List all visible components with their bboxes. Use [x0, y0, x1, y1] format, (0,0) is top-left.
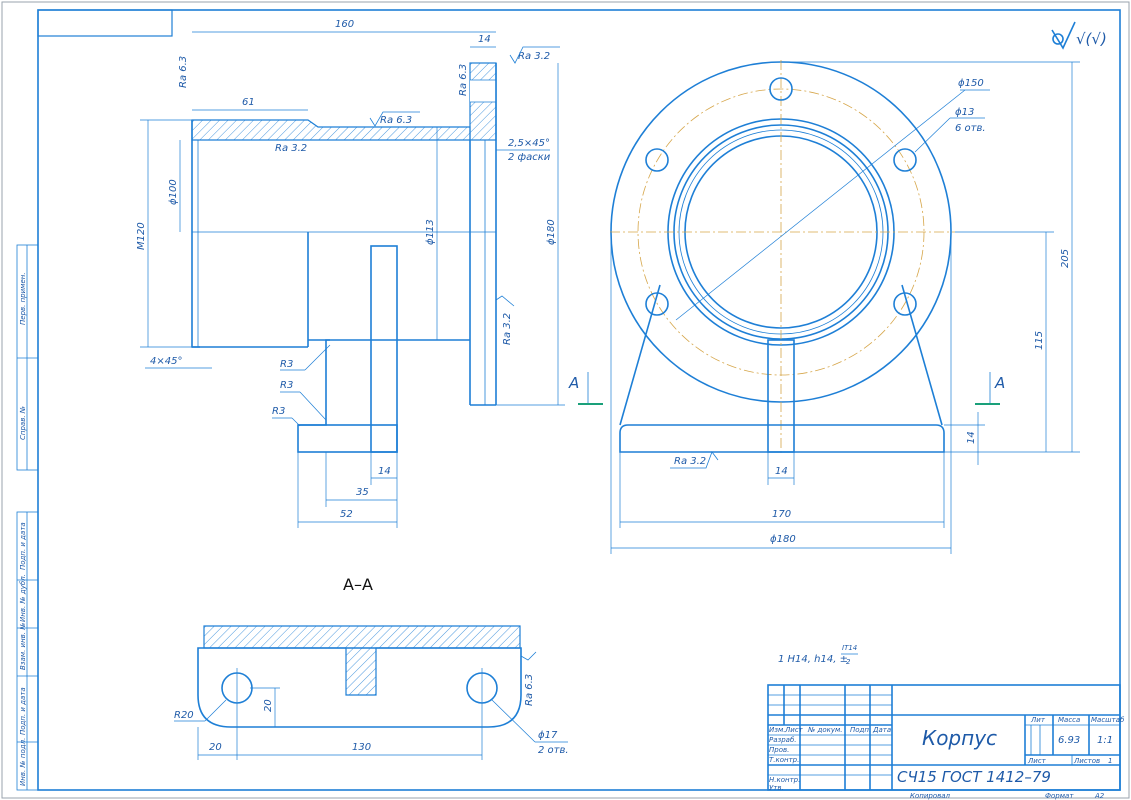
dim-115: 115 — [1034, 331, 1045, 350]
general-roughness-symbol: √(√) — [1051, 21, 1107, 50]
dim-14-rib: 14 — [775, 466, 788, 477]
chamfer-2-5x45: 2,5×45° — [508, 138, 550, 149]
scale-label: Масштаб — [1091, 716, 1125, 724]
front-view: 160 14 61 Ra 3.2 Ra 6.3 Ra 6.3 Ra 6.3 Ra… — [136, 19, 1005, 528]
row-utv: Утв. — [769, 784, 784, 792]
row-prov: Пров. — [769, 746, 789, 754]
col-list: Лист — [784, 726, 804, 734]
dim-d13: ϕ13 — [955, 107, 974, 118]
format-label: Формат — [1045, 792, 1074, 800]
dim-205: 205 — [1060, 249, 1071, 268]
r3-a: R3 — [280, 359, 293, 370]
stamp-inv-dubl: Инв. № дубл. — [19, 574, 27, 622]
dim-d100: ϕ100 — [168, 179, 179, 205]
section-a-a: А–А 20 130 20 R20 ϕ17 2 отв. Ra 6.3 — [174, 575, 569, 760]
scale-value: 1:1 — [1097, 735, 1113, 746]
section-mark-left: А — [568, 374, 579, 392]
section-title: А–А — [343, 575, 373, 594]
sheets-count: 1 — [1108, 757, 1112, 765]
dim-35: 35 — [356, 487, 369, 498]
ra-6-3-left: Ra 6.3 — [178, 56, 189, 88]
top-left-stamp-box — [37, 9, 173, 37]
row-razrab: Разраб. — [769, 736, 797, 744]
lit-label: Лит — [1030, 716, 1046, 724]
dim-d17: ϕ17 — [538, 730, 558, 741]
dim-d113: ϕ113 — [425, 219, 436, 245]
ra-6-3-section: Ra 6.3 — [524, 674, 535, 706]
dim-m120: M120 — [136, 222, 147, 250]
dim-130: 130 — [352, 742, 371, 753]
r20: R20 — [174, 710, 194, 721]
ra-3-2-right: Ra 3.2 — [502, 313, 513, 345]
section-mark-right: А — [994, 374, 1005, 392]
chamfer-4x45: 4×45° — [150, 356, 182, 367]
dim-20-horizontal: 20 — [209, 742, 222, 753]
mass-value: 6.93 — [1058, 735, 1080, 746]
sheets-label: Листов — [1073, 757, 1100, 765]
ra-3-2-inner: Ra 3.2 — [275, 143, 307, 154]
tolerance-note-text: 1 H14, h14, ± — [778, 654, 848, 665]
dim-52: 52 — [340, 509, 353, 520]
title-block: Изм. Лист № докум. Подп. Дата Разраб. Пр… — [767, 684, 1125, 800]
ra-6-3-flange: Ra 6.3 — [458, 64, 469, 96]
holes-6: 6 отв. — [955, 123, 986, 134]
ra-3-2-flange: Ra 3.2 — [518, 51, 550, 62]
stamp-inv-podl: Инв. № подл. — [19, 738, 27, 786]
col-date: Дата — [872, 726, 891, 734]
dim-14-base: 14 — [966, 431, 977, 444]
tolerance-note: 1 H14, h14, ± IT14 2 — [778, 644, 858, 666]
stamp-podp-data-1: Подп. и дата — [19, 522, 27, 570]
part-name: Корпус — [922, 726, 997, 750]
mass-label: Масса — [1058, 716, 1080, 724]
dim-170: 170 — [772, 509, 791, 520]
r3-b: R3 — [280, 380, 293, 391]
roughness-symbol-text: √(√) — [1076, 30, 1107, 48]
copied-label: Копировал — [910, 792, 951, 800]
sheet-label: Лист — [1027, 757, 1047, 765]
dim-14-top: 14 — [478, 34, 491, 45]
material: СЧ15 ГОСТ 1412–79 — [897, 768, 1051, 786]
stamp-perv-primen: Перв. примен. — [19, 272, 27, 325]
side-stamp-strip: Перв. примен. Справ. № Подп. и дата Инв.… — [16, 244, 39, 791]
col-izm: Изм. — [769, 726, 785, 734]
ra-6-3-top: Ra 6.3 — [380, 115, 412, 126]
dim-160: 160 — [335, 19, 354, 30]
front-wall-hatch-top — [191, 119, 471, 141]
holes-2: 2 отв. — [538, 745, 569, 756]
stamp-sprav-no: Справ. № — [19, 406, 27, 440]
row-nkontr: Н.контр. — [769, 776, 800, 784]
ra-3-2-base: Ra 3.2 — [674, 456, 706, 467]
row-tkontr: Т.контр. — [769, 756, 799, 764]
dim-d180: ϕ180 — [546, 219, 557, 245]
col-doc: № докум. — [807, 726, 843, 734]
tolerance-frac-den: 2 — [846, 658, 851, 666]
dim-20-vertical: 20 — [263, 699, 274, 712]
dim-d180-side: ϕ180 — [770, 534, 796, 545]
dim-14-bottom: 14 — [378, 466, 391, 477]
stamp-podp-data-2: Подп. и дата — [19, 687, 27, 735]
dim-d150: ϕ150 — [958, 78, 984, 89]
dim-61: 61 — [242, 97, 255, 108]
tolerance-frac-num: IT14 — [842, 644, 857, 652]
chamfer-note: 2 фаски — [508, 152, 551, 163]
side-view: ϕ150 ϕ13 6 отв. 205 115 14 Ra 3.2 14 170… — [610, 60, 1080, 554]
col-sign: Подп. — [850, 726, 871, 734]
format-value: А2 — [1094, 792, 1105, 800]
stamp-vzam-inv: Взам. инв. № — [19, 622, 27, 670]
r3-c: R3 — [272, 406, 285, 417]
